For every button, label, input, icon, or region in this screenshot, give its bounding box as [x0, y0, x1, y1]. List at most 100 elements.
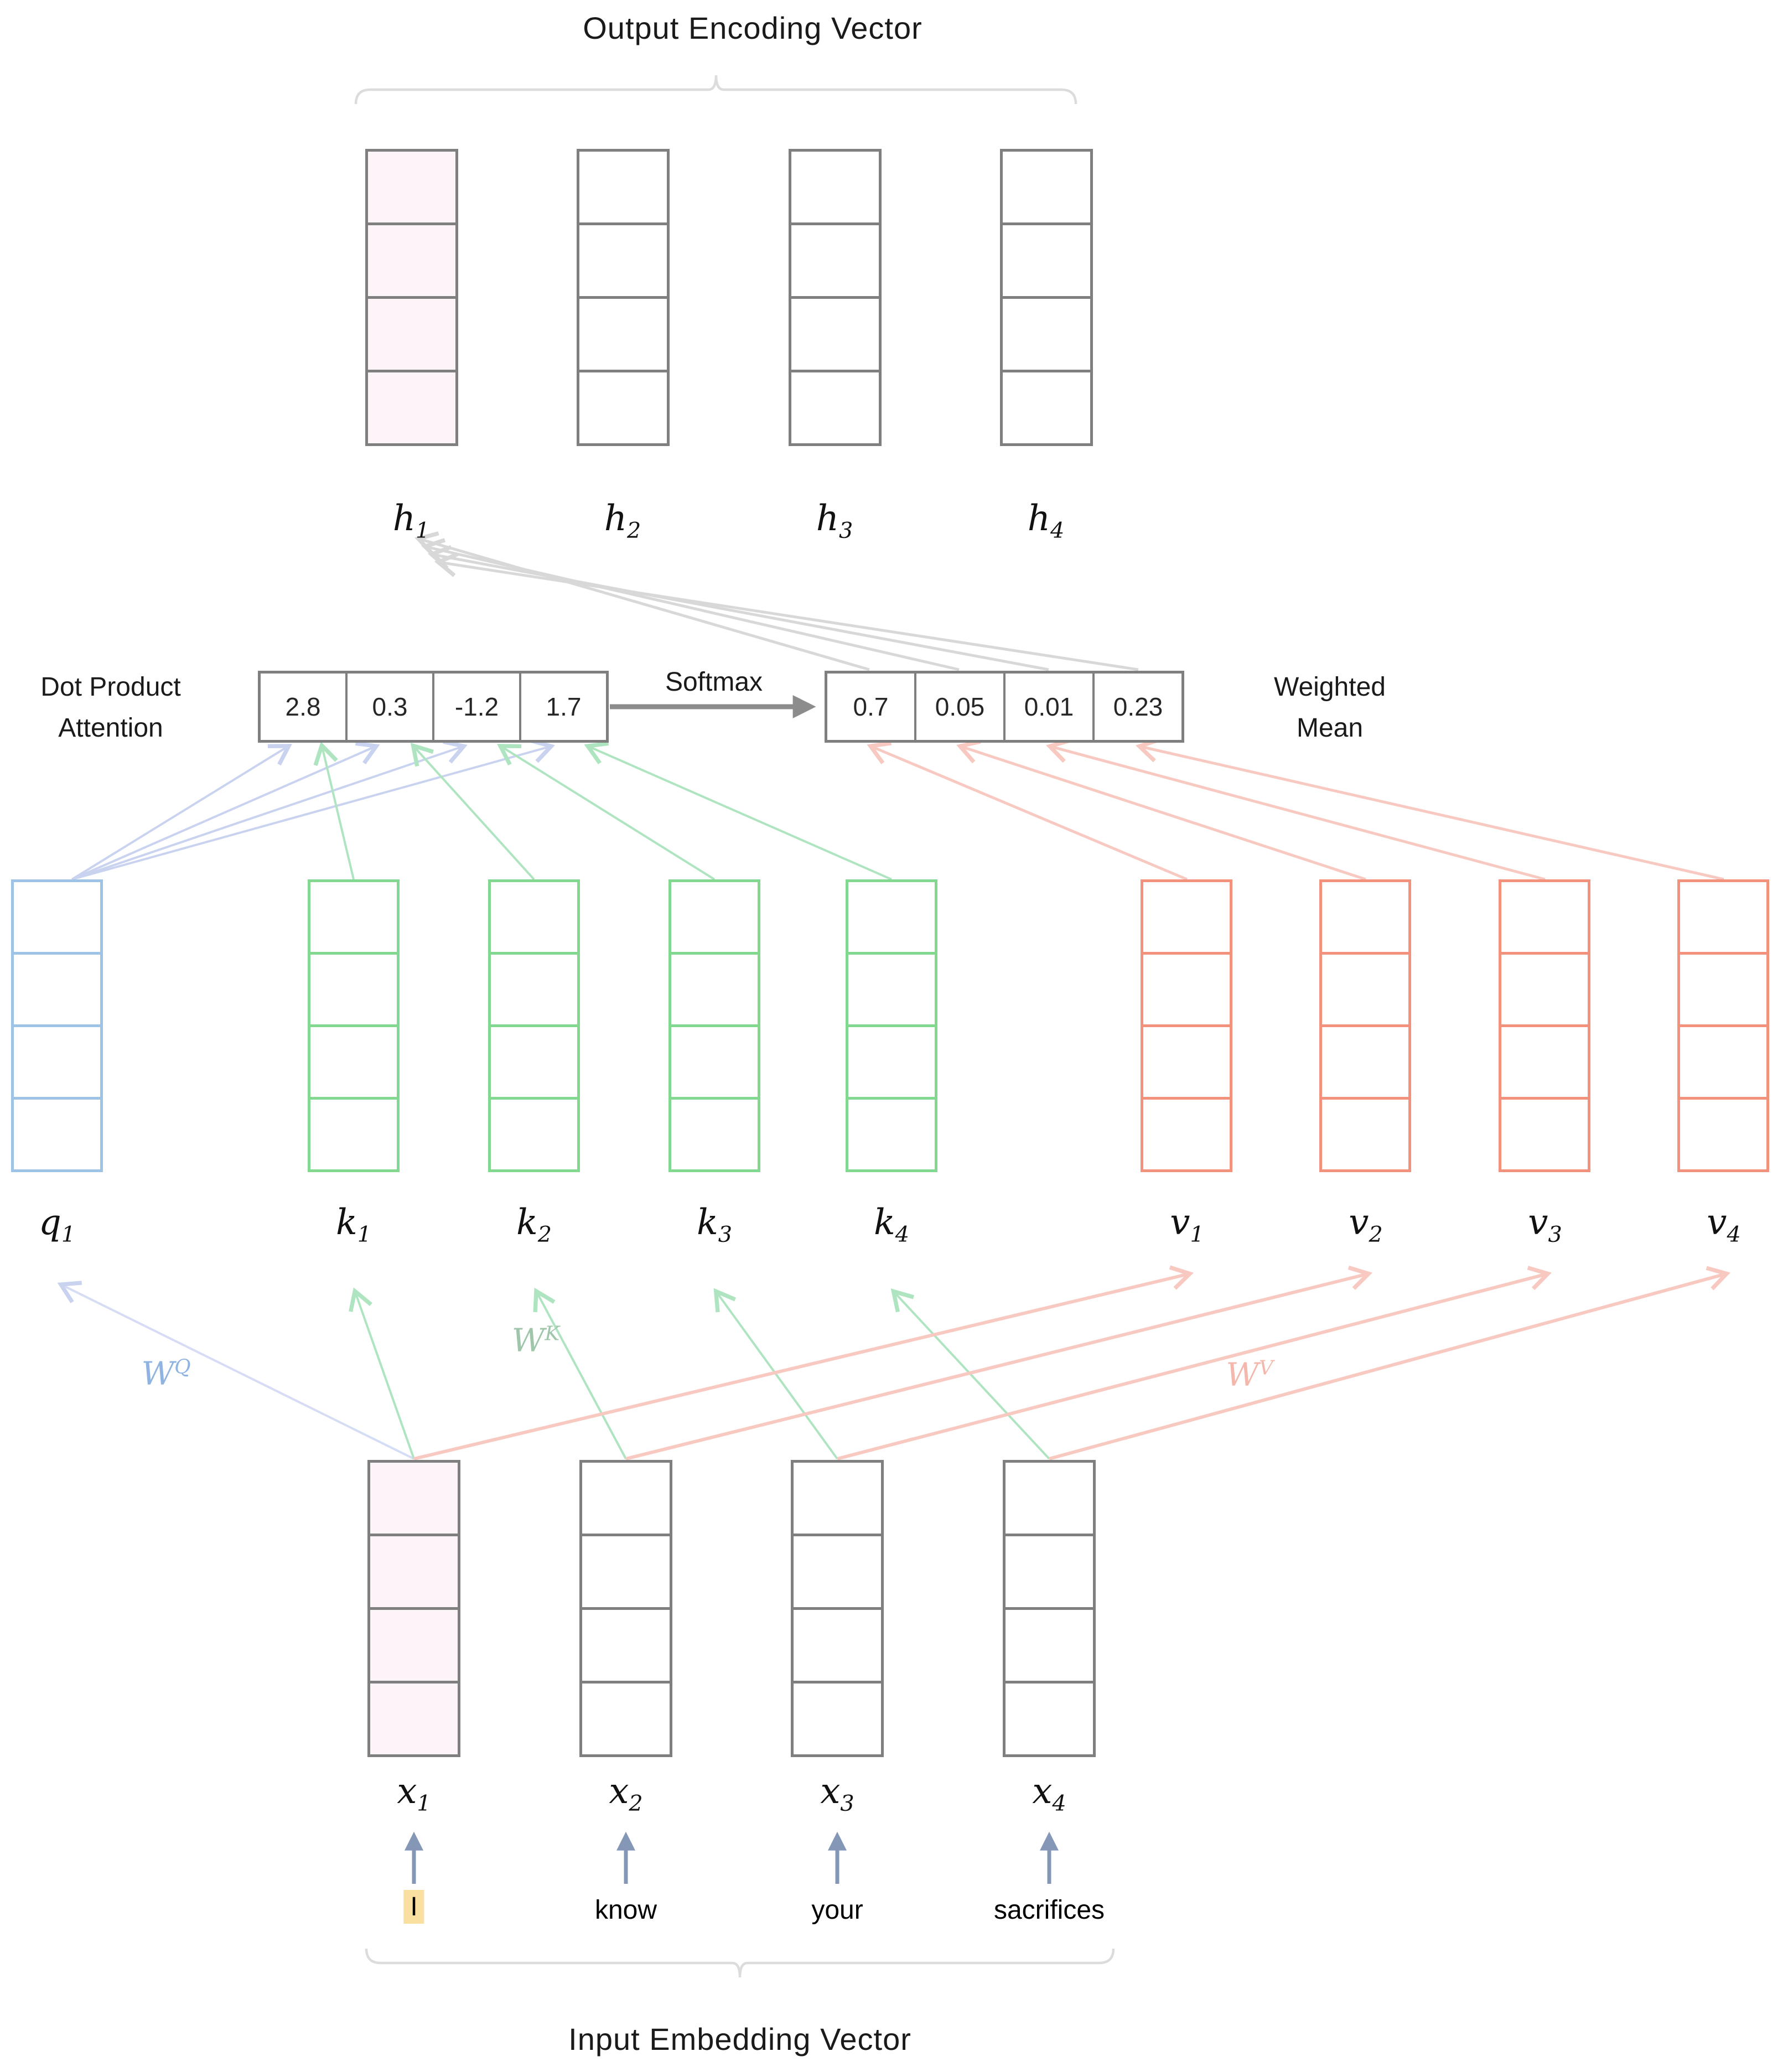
vector-cell [491, 1024, 577, 1097]
score-cell: 2.8 [285, 692, 321, 721]
dot-product-attention-label: Dot Product Attention [40, 672, 181, 743]
input-embedding-title: Input Embedding Vector [568, 2022, 911, 2057]
vector-cell [310, 1097, 397, 1169]
vector-cell [1680, 952, 1766, 1024]
attention-score-row: 2.8 0.3 -1.2 1.7 [258, 671, 609, 743]
k4-label: k4 [873, 1202, 910, 1247]
vector-cell [370, 1607, 458, 1681]
vector-cell [848, 1024, 935, 1097]
input-brace [365, 1948, 1115, 1978]
vector-cell [370, 1534, 458, 1607]
key-score-lines [313, 741, 892, 880]
k3-label: k3 [696, 1202, 733, 1247]
v3-label: v3 [1528, 1202, 1562, 1247]
v2-vector [1319, 879, 1411, 1172]
x2-vector [579, 1460, 672, 1757]
k4-vector [846, 879, 937, 1172]
vector-cell [1501, 882, 1588, 952]
vector-cell [1003, 222, 1090, 296]
word-sacrifices: sacrifices [993, 1895, 1105, 1925]
vector-cell [794, 1463, 881, 1534]
q1-vector [11, 879, 103, 1172]
vector-cell [1003, 152, 1090, 222]
score-cell: 1.7 [519, 674, 606, 740]
vector-cell [491, 1097, 577, 1169]
value-mean-lines [867, 738, 1724, 881]
vector-cell [671, 882, 758, 952]
vector-cell [791, 296, 879, 370]
vector-cell [1680, 1024, 1766, 1097]
vector-cell [1003, 370, 1090, 443]
weighted-mean-label: Weighted Mean [1274, 672, 1386, 743]
k1-label: k1 [335, 1202, 372, 1247]
x1-label: x1 [397, 1771, 431, 1816]
vector-cell [791, 370, 879, 443]
vector-cell [1143, 1024, 1230, 1097]
x3-label: x3 [820, 1771, 854, 1816]
vector-cell [368, 370, 455, 443]
v4-vector [1677, 879, 1769, 1172]
vector-cell [671, 952, 758, 1024]
vector-cell [579, 222, 667, 296]
k1-vector [308, 879, 400, 1172]
vector-cell [794, 1607, 881, 1681]
vector-cell [1006, 1534, 1093, 1607]
vector-cell [1006, 1607, 1093, 1681]
wk-arrows [349, 1287, 1050, 1460]
v2-label: v2 [1349, 1202, 1383, 1247]
vector-cell [848, 882, 935, 952]
wv-arrows [413, 1265, 1730, 1460]
h3-label: h3 [816, 498, 853, 543]
vector-cell [791, 152, 879, 222]
vector-cell [1006, 1463, 1093, 1534]
word-i: I [403, 1890, 424, 1924]
vector-cell [368, 152, 455, 222]
vector-cell [368, 222, 455, 296]
wk-label: WK [511, 1322, 560, 1359]
v4-label: v4 [1707, 1202, 1741, 1247]
vector-cell [582, 1681, 670, 1754]
word-know: know [594, 1895, 657, 1925]
vector-cell [14, 882, 100, 952]
weight-cell: 0.05 [914, 674, 1003, 740]
h2-vector [577, 149, 670, 446]
vector-cell [791, 222, 879, 296]
output-encoding-title: Output Encoding Vector [583, 11, 922, 45]
vector-cell [579, 370, 667, 443]
word-your: your [811, 1895, 863, 1925]
x4-vector [1003, 1460, 1096, 1757]
vector-cell [582, 1463, 670, 1534]
vector-cell [1680, 1097, 1766, 1169]
score-cell: -1.2 [432, 674, 519, 740]
vector-cell [794, 1534, 881, 1607]
k2-label: k2 [516, 1202, 552, 1247]
h2-label: h2 [604, 498, 641, 543]
v3-vector [1499, 879, 1590, 1172]
wq-arrow [57, 1281, 414, 1460]
x4-label: x4 [1032, 1771, 1066, 1816]
vector-cell [1143, 952, 1230, 1024]
q1-label: q1 [38, 1202, 76, 1247]
vector-cell [1501, 1097, 1588, 1169]
vector-cell [491, 952, 577, 1024]
vector-cell [671, 1097, 758, 1169]
query-score-lines [71, 738, 555, 880]
vector-cell [1680, 882, 1766, 952]
vector-cell [370, 1681, 458, 1754]
vector-cell [794, 1681, 881, 1754]
vector-cell [14, 952, 100, 1024]
vector-cell [310, 1024, 397, 1097]
x2-label: x2 [609, 1771, 643, 1816]
vector-cell [1003, 296, 1090, 370]
v1-label: v1 [1170, 1202, 1204, 1247]
vector-cell [1143, 882, 1230, 952]
vector-cell [579, 152, 667, 222]
vector-cell [848, 1097, 935, 1169]
vector-cell [368, 296, 455, 370]
vector-cell [310, 882, 397, 952]
vector-cell [491, 882, 577, 952]
vector-cell [582, 1607, 670, 1681]
vector-cell [579, 296, 667, 370]
h4-label: h4 [1027, 498, 1065, 543]
